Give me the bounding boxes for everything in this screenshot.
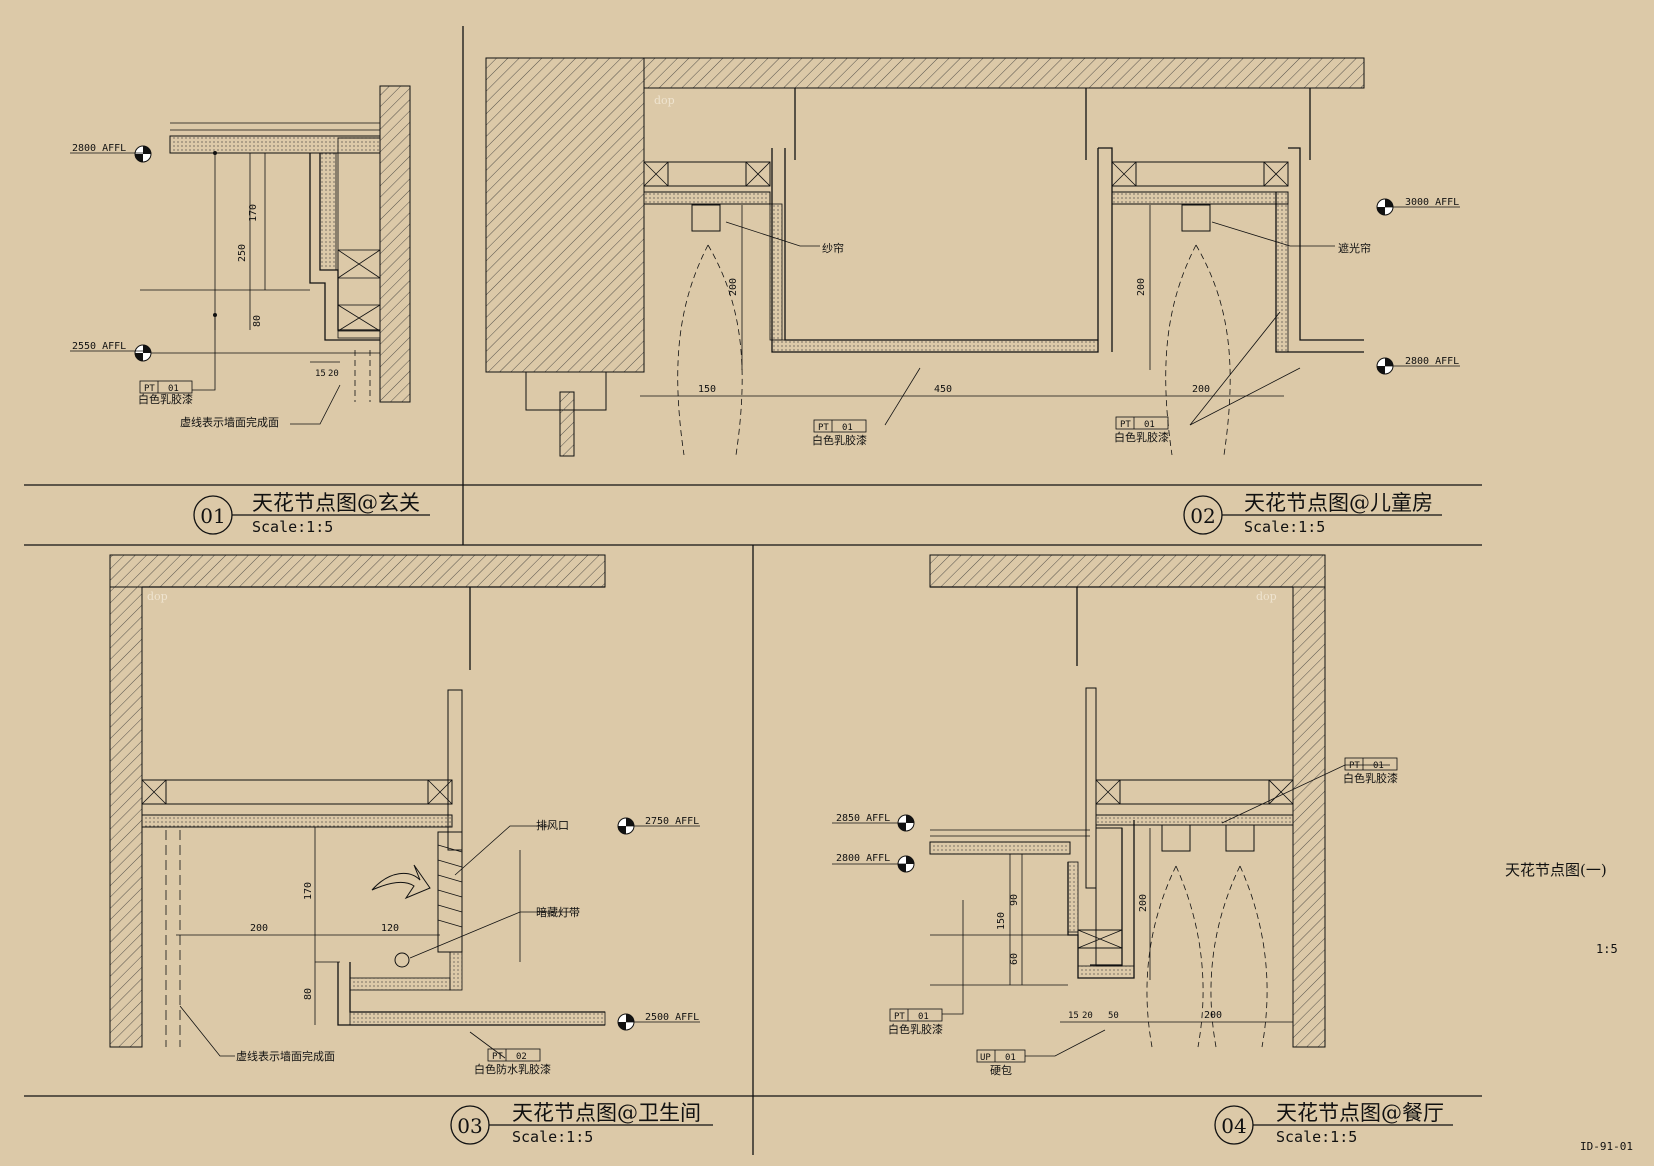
tag-code: PT (492, 1052, 503, 1062)
tag-desc: 白色乳胶漆 (812, 433, 867, 447)
dim-label: 150 (996, 912, 1007, 930)
detail-04-labels: dop 2850 AFFL 2800 AFFL 90 150 60 200 15… (836, 590, 1398, 1077)
tag-code: PT (1120, 420, 1131, 430)
dim-label: 15 (1068, 1011, 1079, 1021)
dim-label: 120 (381, 923, 399, 934)
level-marker (617, 1013, 700, 1031)
dim-label: 200 (1204, 1010, 1222, 1021)
dim-label: 170 (303, 882, 314, 900)
tag-code: PT (144, 384, 155, 394)
tag-num: 02 (516, 1052, 527, 1062)
sheet-title: 天花节点图(一) (1505, 861, 1607, 879)
level-label: 2850 AFFL (836, 813, 890, 824)
title-block-01: 01 天花节点图@玄关 Scale:1:5 (193, 491, 430, 536)
detail-number: 02 (1190, 504, 1215, 528)
detail-04-drawing (832, 554, 1398, 1063)
tag-desc: 白色乳胶漆 (1343, 771, 1398, 785)
detail-number: 03 (457, 1114, 482, 1138)
tag-desc: 白色乳胶漆 (138, 392, 193, 406)
level-marker (832, 814, 915, 832)
detail-number: 01 (200, 504, 225, 528)
note-text: 虚线表示墙面完成面 (236, 1049, 335, 1063)
dim-label: 200 (250, 923, 268, 934)
level-marker (617, 817, 700, 835)
level-marker (70, 145, 152, 163)
detail-title: 天花节点图@餐厅 (1276, 1101, 1444, 1125)
tag-desc: 白色乳胶漆 (1114, 430, 1169, 444)
dim-label: 450 (934, 384, 952, 395)
detail-02-drawing (485, 57, 1460, 457)
level-label: 2750 AFFL (645, 816, 699, 827)
dim-label: 200 (1138, 894, 1149, 912)
sheet-scale: 1:5 (1596, 942, 1618, 956)
tag-num: 01 (1005, 1053, 1016, 1063)
detail-number: 04 (1221, 1114, 1246, 1138)
dim-label: 170 (248, 204, 259, 222)
level-marker (832, 855, 915, 873)
tag-num: 01 (1144, 420, 1155, 430)
title-block-02: 02 天花节点图@儿童房 Scale:1:5 (1183, 491, 1442, 536)
tag-num: 01 (1373, 761, 1384, 771)
tag-desc: 硬包 (990, 1064, 1012, 1077)
tag-num: 01 (918, 1012, 929, 1022)
tag-desc: 白色乳胶漆 (888, 1022, 943, 1036)
watermark: dop (1256, 590, 1277, 603)
detail-scale: Scale:1:5 (252, 518, 333, 536)
dim-label: 250 (237, 244, 248, 262)
tag-code: PT (818, 423, 829, 433)
level-label: 2550 AFFL (72, 341, 126, 352)
tag-num: 01 (842, 423, 853, 433)
detail-scale: Scale:1:5 (512, 1128, 593, 1146)
tag-code: UP (980, 1053, 991, 1063)
dim-label: 50 (1108, 1011, 1119, 1021)
sheet-info: 天花节点图(一) 1:5 ID-91-01 (1505, 861, 1633, 1153)
dim-label: 150 (698, 384, 716, 395)
detail-title: 天花节点图@儿童房 (1244, 491, 1433, 515)
note-text: 纱帘 (822, 241, 844, 255)
note-text: 排风口 (536, 818, 569, 832)
detail-02-labels: dop 3000 AFFL 2800 AFFL 200 150 450 200 … (654, 94, 1459, 447)
tag-code: PT (894, 1012, 905, 1022)
detail-03-drawing (109, 554, 700, 1062)
dim-label: 20 (328, 369, 339, 379)
level-label: 2500 AFFL (645, 1012, 699, 1023)
note-text: 虚线表示墙面完成面 (180, 415, 279, 429)
detail-01-drawing (70, 85, 411, 425)
title-block-03: 03 天花节点图@卫生间 Scale:1:5 (450, 1101, 713, 1146)
dim-label: 80 (303, 988, 314, 1000)
watermark: dop (654, 94, 675, 107)
detail-scale: Scale:1:5 (1276, 1128, 1357, 1146)
level-marker (70, 344, 152, 362)
note-text: 暗藏灯带 (536, 905, 580, 919)
dim-label: 90 (1009, 894, 1020, 906)
dim-label: 15 (315, 369, 326, 379)
tag-num: 01 (168, 384, 179, 394)
dim-label: 80 (252, 315, 263, 327)
level-label: 3000 AFFL (1405, 197, 1459, 208)
detail-title: 天花节点图@玄关 (252, 491, 420, 515)
detail-title: 天花节点图@卫生间 (512, 1101, 701, 1125)
level-marker (1376, 198, 1460, 216)
detail-03-labels: dop 2750 AFFL 2500 AFFL 170 200 120 80 排… (147, 590, 699, 1076)
level-label: 2800 AFFL (72, 143, 126, 154)
dim-label: 20 (1082, 1011, 1093, 1021)
watermark: dop (147, 590, 168, 603)
dim-label: 200 (1136, 278, 1147, 296)
level-marker (1376, 357, 1460, 375)
tag-desc: 白色防水乳胶漆 (474, 1062, 551, 1076)
detail-scale: Scale:1:5 (1244, 518, 1325, 536)
level-label: 2800 AFFL (1405, 356, 1459, 367)
note-text: 遮光帘 (1338, 241, 1371, 255)
level-label: 2800 AFFL (836, 853, 890, 864)
dim-label: 200 (728, 278, 739, 296)
tag-code: PT (1349, 761, 1360, 771)
dim-label: 60 (1009, 953, 1020, 965)
dim-label: 200 (1192, 384, 1210, 395)
drawing-number: ID-91-01 (1580, 1140, 1633, 1153)
title-block-04: 04 天花节点图@餐厅 Scale:1:5 (1214, 1101, 1453, 1146)
frame-lines (24, 26, 1482, 1155)
detail-01-labels: 2800 AFFL 2550 AFFL 170 250 80 15 20 PT … (72, 143, 339, 429)
